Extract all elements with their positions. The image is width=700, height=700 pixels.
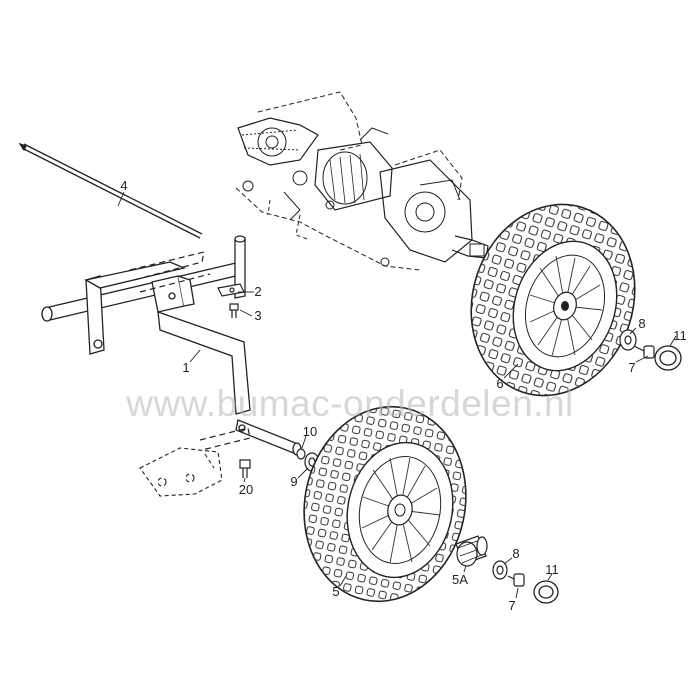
leader-lines <box>117 191 677 599</box>
bolt-20 <box>239 459 251 478</box>
part-label-8-lower: 8 <box>512 546 519 561</box>
part-label-7-right: 7 <box>628 360 635 375</box>
part-label-9: 9 <box>290 474 297 489</box>
assembly-dashes-frame <box>129 251 251 451</box>
part-label-8-right: 8 <box>638 316 645 331</box>
screw-3 <box>229 303 239 318</box>
rear-wheel-right <box>470 203 636 397</box>
part-label-6: 6 <box>496 376 503 391</box>
washer-8-lower <box>492 560 508 580</box>
hubcap-11-right <box>654 345 682 371</box>
push-rod-4 <box>18 142 203 239</box>
part-label-7-lower: 7 <box>508 598 515 613</box>
bolt-7-lower <box>507 573 525 587</box>
part-label-4: 4 <box>120 178 127 193</box>
side-bracket-plate <box>139 447 223 497</box>
part-label-1: 1 <box>182 360 189 375</box>
part-label-5a: 5A <box>452 572 468 587</box>
part-label-20: 20 <box>239 482 253 497</box>
spacer-10 <box>296 448 306 460</box>
part-label-10: 10 <box>303 424 317 439</box>
watermark-text: www.bumac-onderdelen.nl <box>125 383 574 424</box>
part-label-11-lower: 11 <box>545 562 559 577</box>
part-label-11-right: 11 <box>673 328 687 343</box>
front-wheel-lower <box>303 405 467 603</box>
bracket-2 <box>217 283 245 297</box>
washer-8-right <box>619 329 637 351</box>
hubcap-11-lower <box>533 580 559 604</box>
hub-5a <box>455 535 488 567</box>
transmission-assembly <box>235 91 489 271</box>
part-label-5: 5 <box>332 584 339 599</box>
bolt-7-right <box>633 345 655 359</box>
part-label-3: 3 <box>254 308 261 323</box>
part-label-2: 2 <box>254 284 261 299</box>
